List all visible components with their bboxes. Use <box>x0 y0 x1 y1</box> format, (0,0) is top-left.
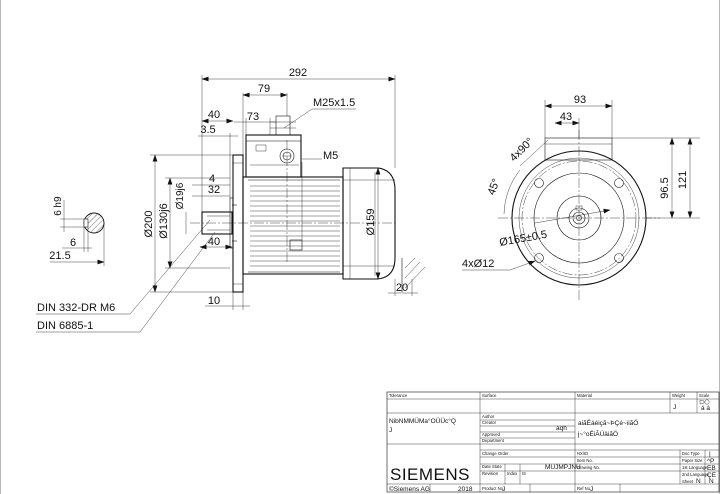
tb-change-label: Change Order <box>482 451 509 456</box>
tb-ref-sub: J <box>389 427 392 434</box>
dim-pcd: Ø165±0.5 <box>498 229 548 249</box>
dim-overall-length: 292 <box>289 67 307 79</box>
tb-desc-line2: j~°oÉiÃÚäiãÖ <box>577 429 618 438</box>
tb-author-label: Author <box>482 414 495 419</box>
tb-sheet-value: N <box>696 478 701 485</box>
dim-frame-dia: Ø159 <box>365 209 377 236</box>
dim-side-width: 93 <box>574 94 586 106</box>
tb-product-label: Product No. <box>482 486 504 491</box>
tb-scale-label: Scale <box>699 393 710 398</box>
dim-key-width-tol: h9 <box>53 196 64 208</box>
dim-flange-dia: Ø200 <box>143 211 155 238</box>
tb-index-value: IS <box>522 471 526 476</box>
tb-tolerance-label: Tolerance <box>389 393 408 398</box>
company-logo: SIEMENS <box>390 465 470 484</box>
dim-box-offset: 79 <box>258 83 270 95</box>
tb-ref-no-value: J <box>590 486 593 493</box>
dim-spigot-dia: Ø130j6 <box>158 203 170 238</box>
dim-bolt-offset-angle: 45° <box>486 177 503 197</box>
tb-nx-label: NX/ID <box>577 451 588 456</box>
tb-department-label: Department <box>482 438 505 443</box>
tb-sheet-of: N <box>709 478 714 485</box>
tb-item-label: Item No. <box>577 458 593 463</box>
ground-hatch <box>401 257 426 292</box>
dim-height-shaft: 96.5 <box>659 177 671 198</box>
tb-revision-label: Revision <box>482 471 499 476</box>
label-thread: M5 <box>323 150 338 162</box>
tb-doc-type-value: | <box>709 451 711 458</box>
dim-flange-offset: 3.5 <box>200 124 215 136</box>
tb-ref-no-label: Ref No. <box>577 486 591 491</box>
dim-key-length: 40 <box>208 236 220 248</box>
note-din-center: DIN 332-DR M6 <box>37 302 115 314</box>
dim-shaft-dia: 32 <box>208 184 220 196</box>
dim-flange-thickness: 10 <box>208 295 220 307</box>
tb-year: 2018 <box>458 486 473 493</box>
dim-key-slot: 6 <box>70 237 76 249</box>
title-block: Tolerance Surface Material Weight J Scal… <box>386 391 720 493</box>
front-view <box>190 115 426 293</box>
fan-cover <box>342 167 396 280</box>
tb-weight-label: Weight <box>672 393 686 398</box>
tb-doc-type-label: Doc Type <box>682 451 700 456</box>
label-cable-gland: M25x1.5 <box>313 97 355 109</box>
dim-shaft-section: 21.5 <box>49 250 70 262</box>
front-dimensions: 292 79 73 40 3.5 M25x1.5 M5 4 32 <box>143 67 418 310</box>
dim-bolt-angle: 4x90° <box>508 136 536 164</box>
tb-date-label: Date State <box>482 464 502 469</box>
tb-lang2-label: 2nd Language <box>682 472 709 477</box>
tb-paper-value: ^P <box>707 458 714 465</box>
tb-index-label: Index <box>507 471 518 476</box>
tb-paper-label: Paper Size <box>682 458 703 463</box>
shaft-section: 6 h9 6 21.5 <box>49 196 105 266</box>
tb-surface-label: Surface <box>482 393 497 398</box>
dim-key-height: 4 <box>209 173 215 185</box>
tb-ref-label: NibNMMÜMa°OÜÜc°Q <box>389 417 456 425</box>
dim-holes: 4xØ12 <box>462 258 494 270</box>
tb-material-label: Material <box>577 393 592 398</box>
dim-foot-gap: 20 <box>396 282 408 294</box>
dim-shaft-tol: Ø19j6 <box>175 182 186 209</box>
dim-shaft-length: 40 <box>208 109 220 121</box>
tb-sheet-label: Sheet <box>682 479 694 484</box>
tb-creator-label: Creator <box>482 420 497 425</box>
tb-creator-value: aqh <box>556 425 567 432</box>
tb-date-value: MUJMPJNU <box>545 464 581 471</box>
note-din-key: DIN 6885-1 <box>37 320 93 332</box>
end-view <box>498 130 660 300</box>
dim-key-width: 6 <box>53 210 64 216</box>
dim-height-total: 121 <box>677 171 689 189</box>
motor-frame <box>242 176 344 275</box>
tb-lang1-label: 1st Language <box>682 465 708 470</box>
tb-weight-value: J <box>673 404 676 411</box>
dim-box-width: 73 <box>247 111 259 123</box>
dim-side-offset: 43 <box>560 111 572 123</box>
tb-copyright: ©Siemens AG <box>389 485 430 493</box>
terminal-box <box>245 115 302 178</box>
tb-scale-value: á á <box>701 405 710 412</box>
tb-approved-label: Approved <box>482 432 501 437</box>
tb-drawing-label: Drawing No. <box>577 465 600 470</box>
tb-lang2-value: ÇE <box>707 472 717 479</box>
din-notes: DIN 332-DR M6 DIN 6885-1 <box>36 219 216 333</box>
tb-desc-line1: aiãÉáéiçã~ÞÇé~iiãÖ <box>578 418 638 427</box>
end-dimensions: 93 43 96.5 121 4x90° 45° Ø165±0.5 4xØ12 <box>462 94 700 271</box>
tb-product-value: J <box>502 486 505 493</box>
projection-symbol-icon <box>699 399 710 405</box>
tb-lang1-value: EB <box>707 465 716 472</box>
